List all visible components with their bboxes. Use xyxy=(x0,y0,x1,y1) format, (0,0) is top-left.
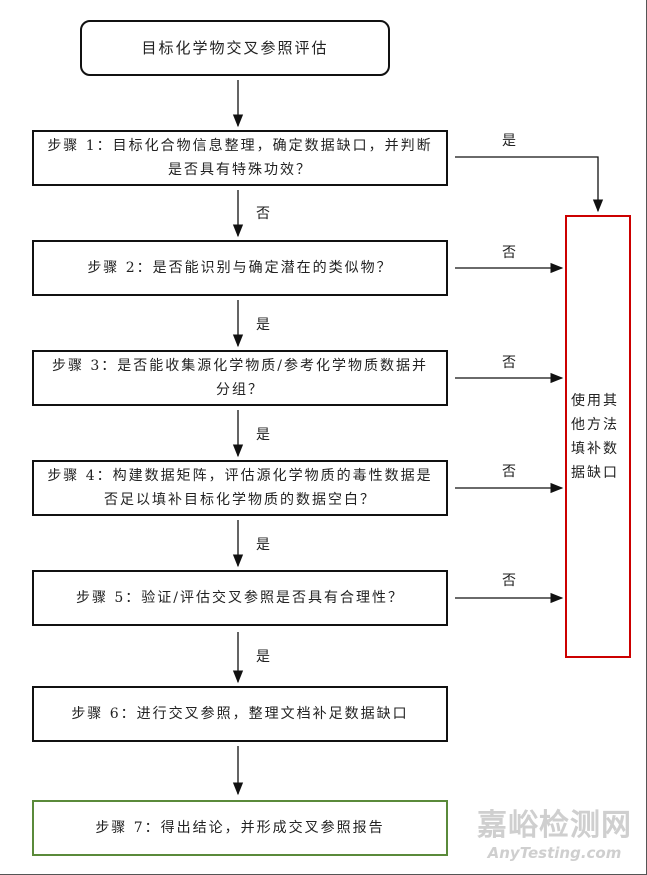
label-no: 否 xyxy=(256,206,270,222)
step-7-box: 步骤 7：得出结论，并形成交叉参照报告 xyxy=(32,800,448,856)
step-4-box: 步骤 4：构建数据矩阵，评估源化学物质的毒性数据是否足以填补目标化学物质的数据空… xyxy=(32,460,448,516)
other-methods-box: 使用其他方法填补数据缺口 xyxy=(565,215,631,658)
label-yes: 是 xyxy=(256,427,270,443)
label-yes: 是 xyxy=(502,133,516,149)
step-5-box: 步骤 5：验证/评估交叉参照是否具有合理性？ xyxy=(32,570,448,626)
step-2-box: 步骤 2：是否能识别与确定潜在的类似物？ xyxy=(32,240,448,296)
label-yes: 是 xyxy=(256,317,270,333)
label-yes: 是 xyxy=(256,537,270,553)
label-no: 否 xyxy=(502,355,516,371)
step-3-box: 步骤 3：是否能收集源化学物质/参考化学物质数据并分组？ xyxy=(32,350,448,406)
arrow-side xyxy=(455,156,604,213)
start-box: 目标化学物交叉参照评估 xyxy=(80,20,390,76)
step-6-box: 步骤 6：进行交叉参照，整理文档补足数据缺口 xyxy=(32,686,448,742)
step-1-box: 步骤 1：目标化合物信息整理，确定数据缺口，并判断是否具有特殊功效？ xyxy=(32,130,448,186)
watermark-en: AnyTesting.com xyxy=(487,844,622,862)
label-yes: 是 xyxy=(256,649,270,665)
watermark-cn: 嘉峪检测网 xyxy=(477,808,632,843)
watermark: 嘉峪检测网 AnyTesting.com xyxy=(477,800,632,862)
label-no: 否 xyxy=(502,245,516,261)
label-no: 否 xyxy=(502,573,516,589)
label-no: 否 xyxy=(502,464,516,480)
